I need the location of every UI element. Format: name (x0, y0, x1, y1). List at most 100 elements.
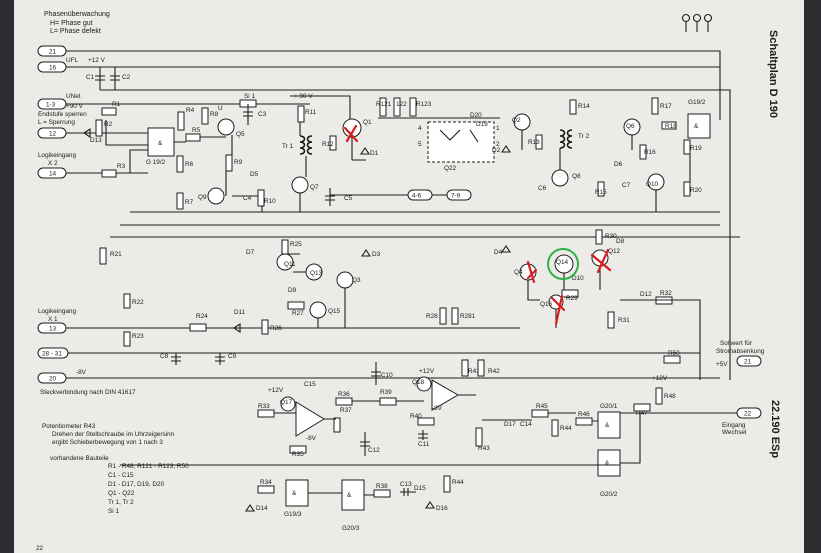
svg-text:C2: C2 (122, 74, 131, 81)
svg-text:D14: D14 (256, 505, 268, 512)
svg-text:R34: R34 (260, 479, 272, 486)
terminal-13: 13 (37, 322, 67, 334)
svg-text:&: & (347, 492, 352, 499)
terminal-22: 22 (736, 407, 762, 419)
svg-text:Tr 1: Tr 1 (282, 143, 294, 150)
svg-text:R17: R17 (660, 103, 672, 110)
label-plus12v: +12 V (88, 57, 106, 64)
lamp-icons (681, 13, 713, 32)
svg-text:R44: R44 (560, 425, 572, 432)
label-unet: UNet (66, 93, 81, 100)
svg-text:G20/3: G20/3 (342, 525, 360, 532)
svg-text:R48: R48 (664, 393, 676, 400)
svg-text:20: 20 (49, 376, 57, 383)
svg-text:C1: C1 (86, 74, 95, 81)
svg-text:D12: D12 (640, 291, 652, 298)
svg-text:R281: R281 (460, 313, 476, 320)
header-line-3: L= Phase defekt (50, 28, 101, 35)
svg-text:5: 5 (418, 141, 422, 148)
svg-text:Q8: Q8 (572, 173, 581, 180)
svg-text:R33: R33 (258, 403, 270, 410)
svg-text:Wechsel: Wechsel (722, 429, 746, 436)
svg-text:-8V: -8V (306, 435, 317, 442)
red-x-mark-q12 (590, 248, 612, 274)
label-5v: +5V (716, 361, 728, 368)
svg-text:&: & (158, 140, 163, 147)
svg-text:Q16: Q16 (540, 301, 553, 308)
svg-text:Q14: Q14 (556, 259, 569, 266)
svg-text:4: 4 (418, 125, 422, 132)
svg-text:R7: R7 (185, 199, 194, 206)
page-number: 22 (36, 545, 44, 552)
header-line-1: Phasenüberwachung (44, 11, 110, 18)
label-eingang: Eingang (722, 422, 746, 429)
note-parts-title: vorhandene Bauteile (50, 455, 109, 462)
note-parts-1: R1 - R48, R121 - R123, R50 (108, 463, 189, 470)
note-parts-2: C1 - C15 (108, 472, 134, 479)
svg-text:13: 13 (49, 326, 57, 333)
svg-text:R121: R121 (376, 101, 392, 108)
schematic-code: 22.190 ESp (769, 400, 781, 458)
svg-text:Q5: Q5 (236, 131, 245, 138)
red-x-mark-q1 (343, 124, 359, 143)
schematic-page (14, 0, 804, 553)
svg-text:C5: C5 (344, 195, 353, 202)
green-circle-q14 (547, 248, 579, 280)
svg-text:R123: R123 (416, 101, 432, 108)
svg-text:28 - 31: 28 - 31 (42, 351, 62, 358)
svg-text:R13: R13 (528, 139, 540, 146)
svg-text:Q9: Q9 (198, 194, 207, 201)
svg-text:R41: R41 (468, 368, 480, 375)
terminal-4-6: 4-6 (407, 189, 433, 201)
svg-text:122: 122 (396, 101, 407, 108)
svg-text:Stromabsenkung: Stromabsenkung (716, 348, 765, 355)
svg-text:R30: R30 (605, 233, 617, 240)
svg-text:R46: R46 (578, 411, 590, 418)
svg-text:Q18: Q18 (412, 379, 425, 386)
svg-text:Q4: Q4 (514, 269, 523, 276)
svg-text:R12: R12 (322, 141, 334, 148)
svg-text:X 2: X 2 (48, 160, 58, 167)
svg-text:1: 1 (496, 125, 500, 132)
svg-text:X 1: X 1 (48, 316, 58, 323)
svg-text:R27: R27 (292, 310, 304, 317)
svg-text:D20: D20 (470, 112, 482, 119)
svg-text:+12V: +12V (652, 375, 668, 382)
svg-text:D6: D6 (614, 161, 623, 168)
svg-text:R1: R1 (112, 101, 121, 108)
svg-text:C8: C8 (160, 353, 169, 360)
svg-text:C14: C14 (520, 421, 532, 428)
svg-text:Q12: Q12 (608, 248, 621, 255)
svg-text:R4: R4 (186, 107, 195, 114)
svg-text:D15: D15 (414, 485, 426, 492)
terminal-21: 21 (37, 45, 67, 57)
svg-text:C13: C13 (400, 481, 412, 488)
svg-text:16: 16 (49, 65, 57, 72)
optocoupler-q22: Q22 (444, 165, 457, 172)
svg-text:R18: R18 (665, 123, 677, 130)
note-parts-6: Si 1 (108, 508, 119, 515)
note-connector: Steckverbindung nach DIN 41617 (40, 389, 136, 396)
svg-text:Q7: Q7 (310, 184, 319, 191)
svg-text:D10: D10 (572, 275, 584, 282)
svg-text:C7: C7 (622, 182, 631, 189)
svg-text:R23: R23 (132, 333, 144, 340)
svg-text:12: 12 (49, 131, 57, 138)
svg-text:G20/2: G20/2 (600, 491, 618, 498)
svg-text:D19: D19 (476, 121, 488, 128)
terminal-1-3: 1-3 (37, 98, 67, 110)
svg-text:21: 21 (744, 359, 752, 366)
terminal-14: 14 (37, 167, 67, 179)
svg-text:2: 2 (496, 141, 500, 148)
svg-text:D7: D7 (246, 249, 255, 256)
svg-text:G19/3: G19/3 (284, 511, 302, 518)
svg-text:D3: D3 (372, 251, 381, 258)
svg-text:&: & (605, 422, 610, 429)
svg-text:R8: R8 (210, 111, 219, 118)
note-poti-2: Drehen der Stellschraube im Uhrzeigersin… (52, 431, 175, 438)
svg-text:D1: D1 (370, 150, 379, 157)
svg-text:U: U (218, 105, 223, 112)
svg-text:D17: D17 (504, 421, 516, 428)
label-logik-x2: Logikeingang (38, 152, 76, 159)
